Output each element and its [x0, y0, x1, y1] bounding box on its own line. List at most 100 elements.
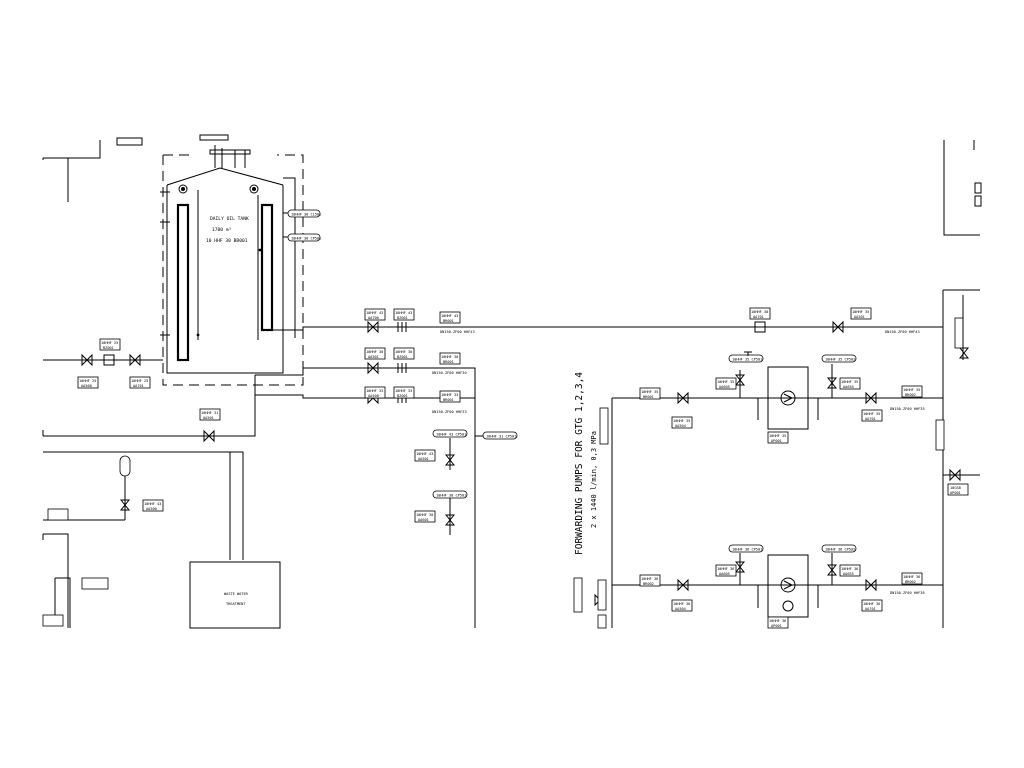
tag-hhf36-br002: 10HHF 36 BR002 — [639, 574, 661, 587]
valve-hhf35-aa605: 10HHF 35 CP501 — [728, 354, 764, 398]
tag-hhf25-aa701: 10HHF 25 AA701 — [129, 376, 151, 389]
svg-text:AA500: AA500 — [81, 384, 92, 388]
strainer-hhf43-bz001 — [397, 322, 407, 332]
svg-text:BR001: BR001 — [443, 319, 454, 323]
svg-text:10HHF 43: 10HHF 43 — [416, 452, 433, 456]
line-label-l1: DN150-ZF00 HHF43 — [440, 330, 475, 334]
svg-text:BZ001: BZ001 — [397, 394, 408, 398]
pressure-indicator-upper — [744, 351, 819, 420]
svg-text:10HHF 35 CP502: 10HHF 35 CP502 — [825, 358, 855, 362]
svg-text:AA701: AA701 — [865, 417, 876, 421]
tag-hhf33-br001: 10HHF 33 BR001 — [439, 390, 461, 403]
valve-hhf25-aa701 — [129, 353, 141, 367]
tag-hhf31-aa501: 10HHF 31 AA501 — [199, 408, 221, 421]
svg-text:AA601: AA601 — [418, 518, 429, 522]
tag-hhf36-aa605: 10HHF 36 AA605 — [715, 564, 737, 577]
tag-hhf43-aa501: 10HHF 43 AA501 — [414, 449, 436, 462]
svg-text:10HHF 43: 10HHF 43 — [144, 502, 161, 506]
svg-text:BZ001: BZ001 — [103, 346, 114, 350]
drain-instrument — [119, 455, 131, 520]
tag-hhf43-br001: 10HHF 43 BR001 — [439, 311, 461, 324]
right-frame — [943, 140, 982, 236]
svg-text:10HHF 30 CP501: 10HHF 30 CP501 — [291, 237, 321, 241]
valve-hhf31-aa501 — [203, 429, 215, 443]
svg-text:AP001: AP001 — [771, 439, 782, 443]
svg-text:AA501: AA501 — [854, 315, 865, 319]
svg-text:10HHF 36: 10HHF 36 — [841, 567, 858, 571]
valve-hhf43-aa700 — [367, 320, 379, 334]
svg-text:10HHF 43: 10HHF 43 — [366, 311, 383, 315]
svg-text:AA500: AA500 — [146, 507, 157, 511]
svg-text:AA655: AA655 — [843, 385, 854, 389]
valve-hhf36-aa504 — [677, 578, 689, 592]
tag-hhf43-bz001: 10HHF 43 BZ001 — [393, 308, 415, 321]
tag-hhf33-aa500: 10HHF 33 AA500 — [364, 386, 386, 399]
line-label-l6: DN150-ZF00 HHF36 — [890, 591, 925, 595]
svg-text:AA504: AA504 — [675, 424, 686, 428]
svg-text:10HHF 35: 10HHF 35 — [769, 434, 786, 438]
tank-label-line3: 10 HHF 30 BB001 — [206, 238, 248, 244]
line-label-l3: DN150-ZF00 HHF33 — [432, 410, 467, 414]
waste-water-treatment-box — [189, 561, 281, 629]
svg-text:AA605: AA605 — [719, 385, 730, 389]
tag-hhf25-bz001: 10HHF 25 BZ001 — [99, 338, 121, 351]
tank-label-line2: 1700 m³ — [212, 227, 232, 233]
svg-text:10HHF 31: 10HHF 31 — [201, 411, 218, 415]
valve-hhf35-aa701 — [865, 391, 877, 405]
tag-hhf33-bz001: 10HHF 33 BZ001 — [393, 386, 415, 399]
svg-text:10HHF 33: 10HHF 33 — [366, 389, 383, 393]
pump-loop-left-valve — [573, 577, 613, 629]
svg-text:10HHF 30 CP501: 10HHF 30 CP501 — [436, 494, 466, 498]
tag-hhf35-aa655: 10HHF 35 AA655 — [839, 377, 861, 390]
line-label-l4: DN150-ZF00 HHF43 — [885, 330, 920, 334]
pump-hhf36-ap001: 10HHF 36 AP001 — [767, 554, 809, 629]
svg-text:10HHF 25: 10HHF 25 — [131, 379, 148, 383]
inlet-line-left — [42, 359, 180, 437]
svg-text:10HHF 30: 10HHF 30 — [441, 355, 458, 359]
svg-text:10HHF 35: 10HHF 35 — [852, 310, 869, 314]
tag-hhf30-aa501: 10HHF 30 AA501 — [364, 347, 386, 360]
svg-text:10HHF 30: 10HHF 30 — [751, 310, 768, 314]
valve-hhf35-aa504 — [677, 391, 689, 405]
instrument-cp501: 10HHF 30 CP501 — [287, 233, 321, 242]
svg-text:BR002: BR002 — [905, 393, 916, 397]
svg-text:AA501: AA501 — [368, 355, 379, 359]
svg-text:AA700: AA700 — [368, 316, 379, 320]
line-label-l2: DN150-ZF00 HHF30 — [432, 371, 467, 375]
left-collector — [42, 508, 125, 628]
valve-hhf35-aa655: 10HHF 35 CP502 — [821, 354, 857, 398]
svg-text:10HHF 30: 10HHF 30 — [366, 350, 383, 354]
svg-text:AP001: AP001 — [771, 624, 782, 628]
svg-text:BR002: BR002 — [643, 582, 654, 586]
svg-text:10HHF 36: 10HHF 36 — [717, 567, 734, 571]
pump-station-subtitle: 2 x 1440 l/min, 0,3 MPa — [590, 431, 598, 528]
tag-hhf30-br001: 10HHF 30 BR001 — [439, 352, 461, 365]
tag-hhf35-aa501: 10HHF 35 AA501 — [850, 307, 872, 320]
svg-text:AA501: AA501 — [203, 416, 214, 420]
svg-text:10HHF 36: 10HHF 36 — [903, 575, 920, 579]
svg-text:BR002: BR002 — [905, 580, 916, 584]
main-header-right — [754, 289, 980, 628]
svg-text:10HHF 35: 10HHF 35 — [673, 419, 690, 423]
svg-text:10HHF 30 CL501: 10HHF 30 CL501 — [291, 213, 321, 217]
tag-hhf35-br002: 10HHF 35 BR002 — [901, 385, 923, 398]
waste-label-line2: TREATMENT — [226, 602, 246, 606]
svg-text:10HHF 25: 10HHF 25 — [79, 379, 96, 383]
tag-hhf30-aa701: 10HHF 30 AA701 — [749, 307, 771, 320]
svg-text:AA701: AA701 — [865, 607, 876, 611]
instrument-cl501: 10HHF 30 CL501 — [287, 209, 321, 218]
svg-text:10HHF 35: 10HHF 35 — [641, 390, 658, 394]
drain-aa501: 10HHF 43 CP501 10HHF 30 CP501 10HHF 31 C… — [432, 429, 518, 535]
svg-text:10HHF 43: 10HHF 43 — [395, 311, 412, 315]
svg-text:AA504: AA504 — [675, 607, 686, 611]
tag-hhf43-aa500: 10HHF 43 AA500 — [142, 499, 164, 512]
left-frame — [42, 137, 143, 202]
svg-text:BZ001: BZ001 — [397, 355, 408, 359]
svg-text:10HHF 35: 10HHF 35 — [717, 380, 734, 384]
tag-hhf25-aa500: 10HHF 25 AA500 — [77, 376, 99, 389]
svg-text:10HHF 36: 10HHF 36 — [863, 602, 880, 606]
svg-text:10HHF 30: 10HHF 30 — [416, 513, 433, 517]
svg-text:BZ001: BZ001 — [397, 316, 408, 320]
svg-text:10HHF 33: 10HHF 33 — [441, 393, 458, 397]
